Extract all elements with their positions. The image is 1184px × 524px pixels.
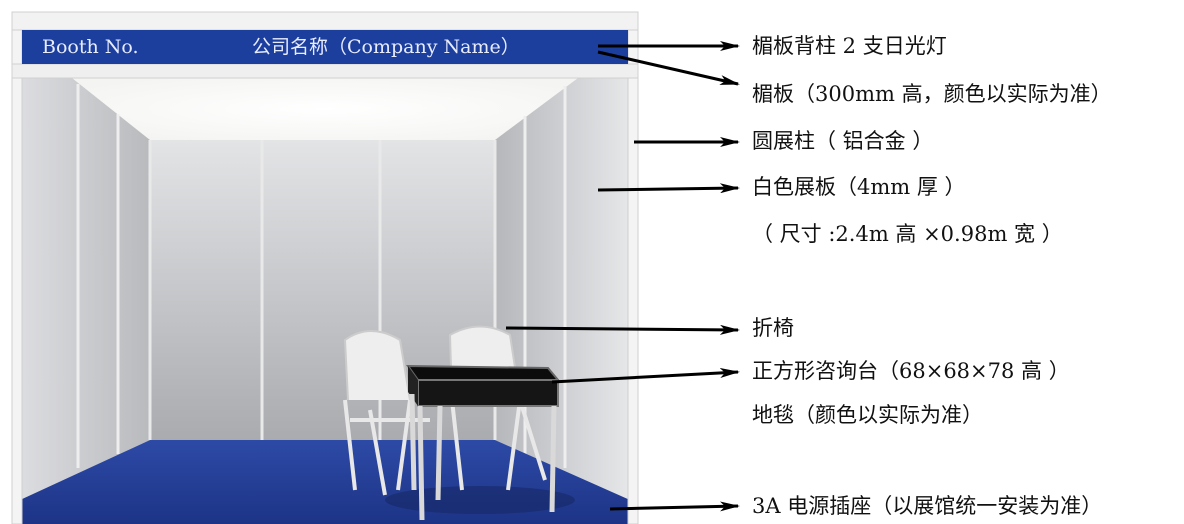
folding-chair-left	[343, 330, 430, 496]
label-folding-chair: 折椅	[752, 316, 794, 340]
label-round-post: 圆展柱（ 铝合金 ）	[752, 129, 934, 153]
label-white-panel: 白色展板（4mm 厚 ）	[752, 175, 966, 199]
arrow-folding-chair	[505, 324, 740, 335]
fascia-booth-no: Booth No.	[42, 36, 139, 58]
right-post	[627, 11, 639, 524]
fascia-company-name: 公司名称（Company Name）	[252, 36, 520, 58]
label-power-socket: 3A 电源插座（以展馆统一安装为准）	[752, 494, 1103, 518]
callout-arrows	[505, 41, 740, 512]
bottom-fascia-rail	[11, 63, 639, 79]
label-carpet: 地毯（颜色以实际为准）	[752, 403, 983, 427]
arrow-power-socket	[609, 501, 740, 512]
top-beam	[11, 11, 639, 31]
label-info-desk: 正方形咨询台（68×68×78 高 ）	[752, 359, 1070, 383]
label-fascia-board: 楣板（300mm 高，颜色以实际为准）	[752, 82, 1112, 106]
desk-shadow	[385, 486, 575, 514]
arrow-white-panel	[597, 183, 740, 194]
arrow-fascia-board	[597, 50, 740, 86]
label-panel-size: （ 尺寸 :2.4m 高 ×0.98m 宽 ）	[752, 222, 1063, 246]
left-post	[11, 11, 23, 524]
left-wall	[20, 78, 150, 500]
fascia-board	[22, 30, 628, 64]
ceiling-light	[72, 78, 578, 140]
label-fascia-light: 楣板背柱 2 支日光灯	[752, 34, 947, 58]
arrow-info-desk	[551, 367, 740, 384]
info-desk	[406, 364, 561, 521]
